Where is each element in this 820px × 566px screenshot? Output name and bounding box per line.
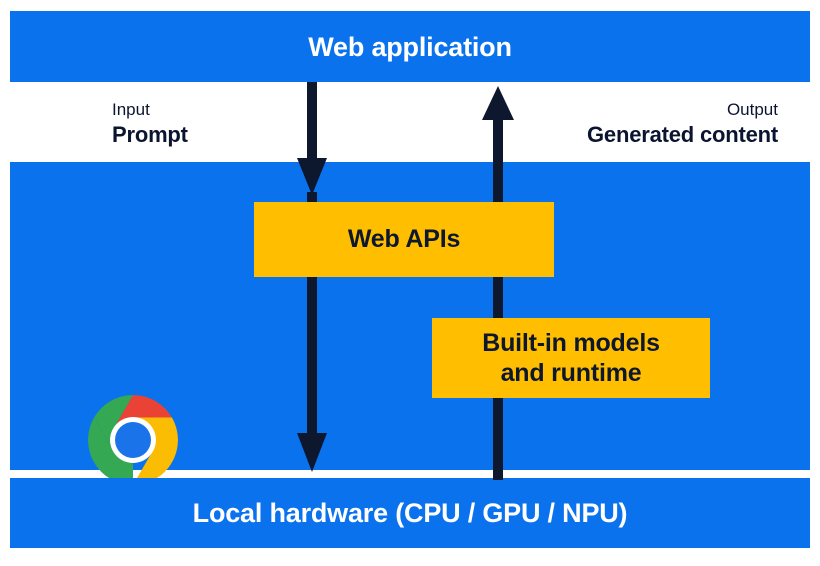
input-caption: Input Prompt (112, 99, 188, 149)
output-caption: Output Generated content (587, 99, 778, 149)
builtin-models-box: Built-in models and runtime (432, 318, 710, 398)
web-application-label: Web application (308, 32, 512, 62)
input-label: Prompt (112, 121, 188, 147)
builtin-models-label: Built-in models and runtime (482, 328, 660, 388)
web-application-band: Web application (10, 11, 810, 82)
output-label: Generated content (587, 121, 778, 147)
chrome-logo-icon (88, 395, 178, 485)
web-apis-label: Web APIs (347, 225, 461, 253)
output-kicker: Output (726, 100, 778, 119)
local-hardware-band: Local hardware (CPU / GPU / NPU) (10, 478, 810, 548)
local-hardware-label: Local hardware (CPU / GPU / NPU) (192, 498, 628, 528)
input-kicker: Input (112, 100, 150, 119)
web-apis-box: Web APIs (254, 202, 554, 277)
